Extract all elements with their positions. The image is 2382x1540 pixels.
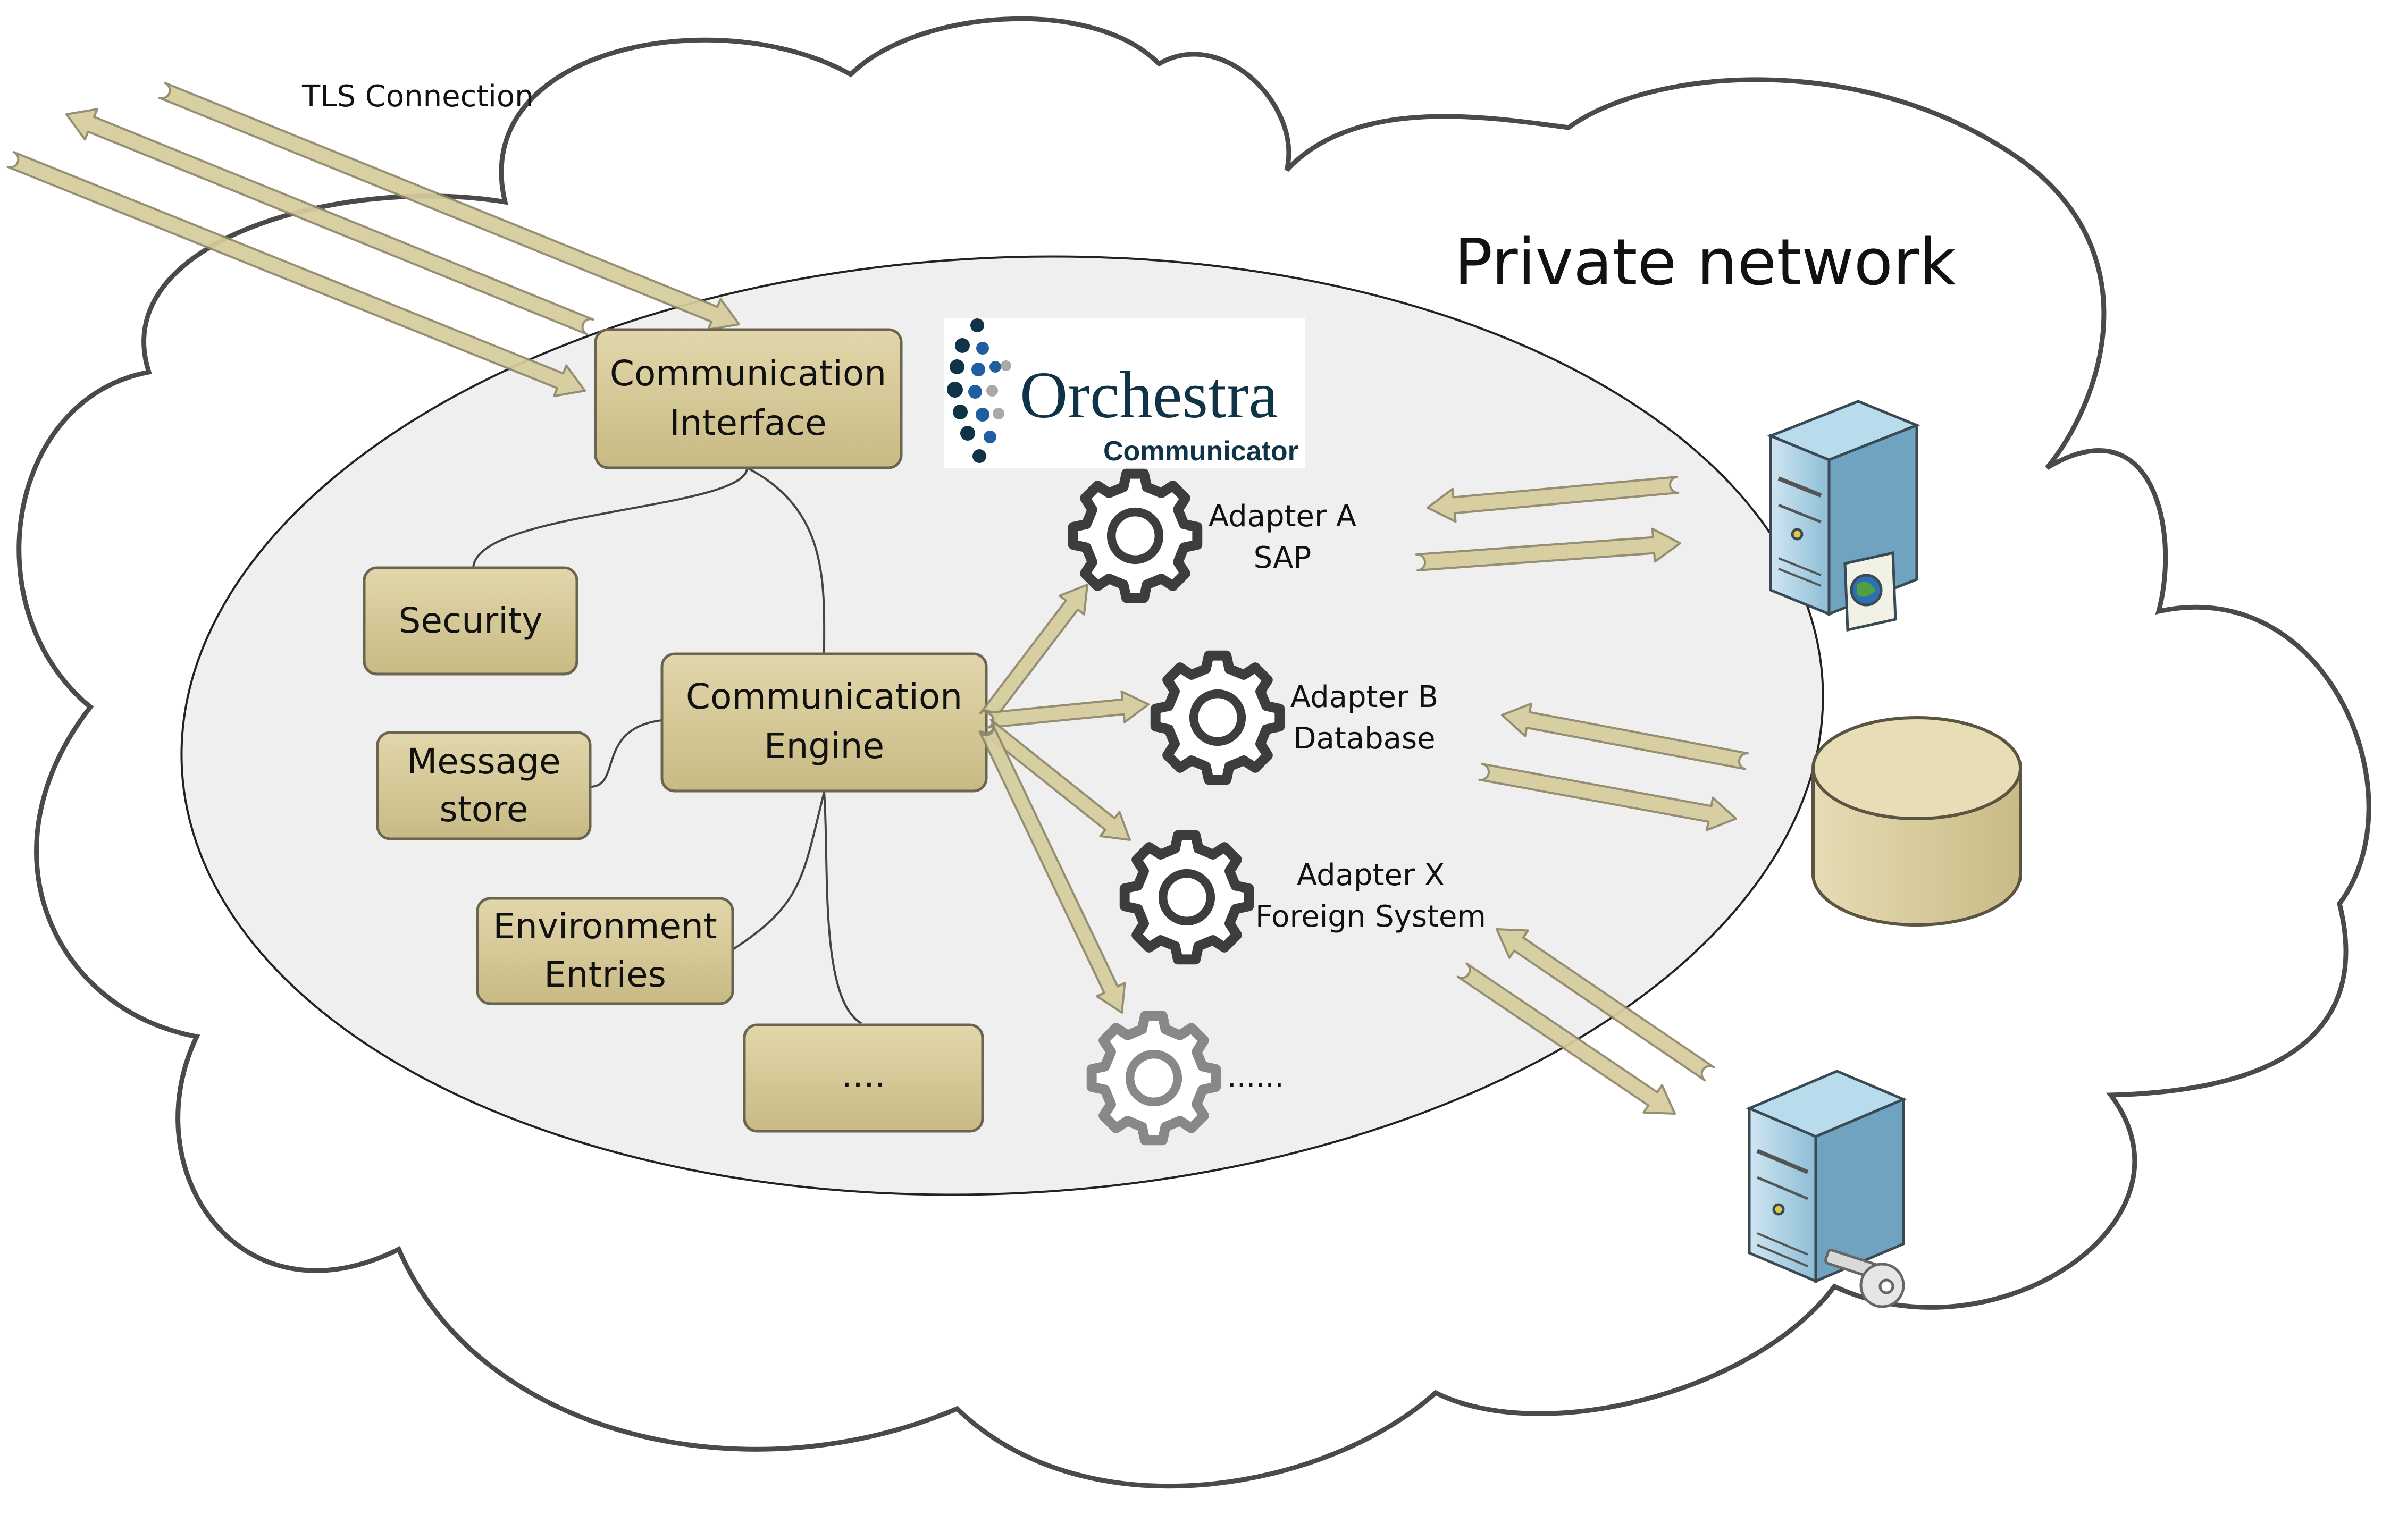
adapter-b-gear-icon	[1150, 650, 1285, 785]
environment-entries-box: Environment Entries	[476, 897, 734, 1005]
database-icon	[1811, 716, 2022, 927]
security-box: Security	[363, 566, 578, 676]
logo-dots-icon	[947, 318, 1011, 463]
component-connectors	[472, 467, 862, 1024]
network-title: Private network	[1454, 226, 1956, 300]
sap-in-arrow	[1415, 527, 1681, 571]
more-components-label: ....	[841, 1055, 886, 1096]
more-adapters-label: ......	[1227, 1060, 1284, 1095]
environment-line1: Environment	[493, 906, 717, 947]
tls-arrow-2	[65, 108, 594, 335]
more-adapters-gear-icon	[1086, 1011, 1221, 1146]
adapter-a-gear-icon	[1068, 468, 1203, 603]
sap-server-icon	[1767, 400, 1920, 632]
foreign-in-arrow	[1456, 962, 1676, 1115]
tls-connection-label: TLS Connection	[301, 79, 534, 114]
message-store-line2: store	[440, 789, 529, 830]
engine-adapter-arrows	[978, 584, 1150, 1014]
comm-engine-line2: Engine	[764, 726, 884, 767]
adapter-x-system: Foreign System	[1255, 899, 1486, 934]
comm-interface-line1: Communication	[610, 353, 886, 394]
security-label: Security	[398, 600, 542, 641]
tls-arrow-1	[158, 82, 740, 331]
more-components-box: ....	[743, 1023, 984, 1133]
logo-subtitle: Communicator	[1103, 436, 1298, 467]
tls-arrow-3	[6, 151, 586, 398]
db-in-arrow	[1478, 763, 1737, 831]
foreign-out-arrow	[1496, 928, 1715, 1082]
logo-name: Orchestra	[1020, 359, 1278, 432]
adapter-a-name: Adapter A	[1209, 499, 1356, 534]
orchestra-logo: Orchestra Communicator	[944, 318, 1305, 468]
key-icon	[1824, 1249, 1905, 1308]
adapter-a-system: SAP	[1254, 541, 1312, 575]
external-system-arrows	[1415, 476, 1749, 1115]
environment-line2: Entries	[544, 954, 666, 995]
communication-interface-box: Communication Interface	[594, 328, 903, 469]
engine-to-adapter-b-arrow	[984, 690, 1150, 729]
adapter-x-gear-icon	[1119, 830, 1254, 965]
adapter-b-system: Database	[1293, 721, 1435, 756]
comm-engine-line1: Communication	[686, 676, 962, 717]
adapter-b-name: Adapter B	[1290, 680, 1438, 714]
tls-connection-arrows	[6, 82, 740, 398]
communication-engine-box: Communication Engine	[660, 652, 988, 793]
engine-to-more-arrow	[978, 724, 1126, 1014]
db-out-arrow	[1501, 702, 1749, 770]
comm-interface-line2: Interface	[669, 402, 827, 443]
message-store-box: Message store	[376, 731, 592, 840]
secure-server-icon	[1746, 1070, 1907, 1308]
message-store-line1: Message	[407, 741, 560, 782]
adapter-x-name: Adapter X	[1297, 858, 1445, 893]
sap-out-arrow	[1427, 476, 1680, 523]
